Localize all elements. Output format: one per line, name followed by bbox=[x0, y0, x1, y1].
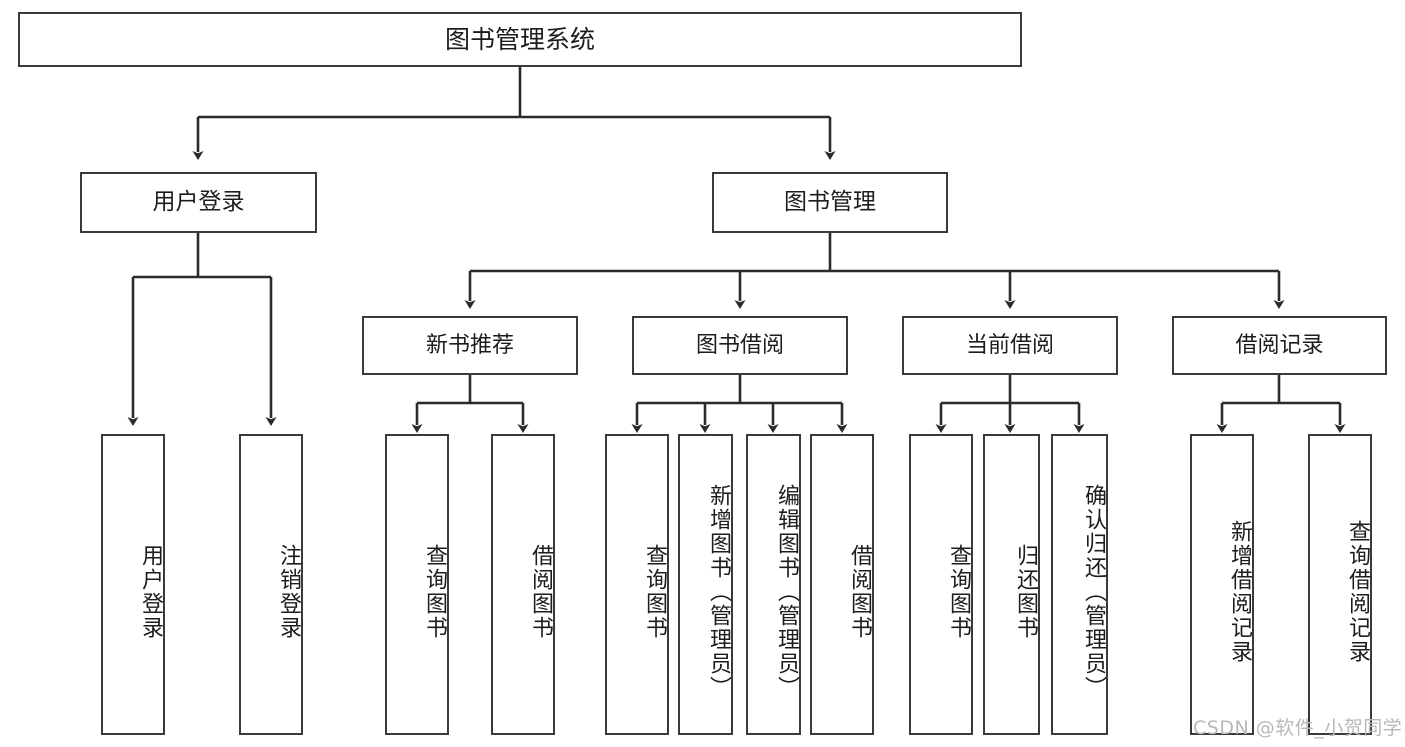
node-leaf-add-book[interactable]: 新增图书（管理员） bbox=[678, 434, 733, 735]
node-leaf-add-book-label: 新增图书（管理员） bbox=[706, 483, 731, 700]
node-leaf-borrow-book-2[interactable]: 借阅图书 bbox=[810, 434, 874, 735]
node-leaf-user-login-label: 用户登录 bbox=[138, 543, 163, 640]
node-new-book-recommend-label: 新书推荐 bbox=[425, 332, 514, 358]
node-root-label: 图书管理系统 bbox=[444, 24, 595, 54]
node-book-manage[interactable]: 图书管理 bbox=[712, 172, 948, 233]
node-leaf-query-book-3-label: 查询图书 bbox=[946, 543, 971, 640]
node-user-login-label: 用户登录 bbox=[152, 188, 245, 215]
node-leaf-query-book-2-label: 查询图书 bbox=[642, 543, 667, 640]
node-current-borrow[interactable]: 当前借阅 bbox=[902, 316, 1118, 375]
node-leaf-query-book-1-label: 查询图书 bbox=[422, 543, 447, 640]
node-leaf-user-logout[interactable]: 注销登录 bbox=[239, 434, 303, 735]
node-leaf-return-book[interactable]: 归还图书 bbox=[983, 434, 1040, 735]
node-book-borrow[interactable]: 图书借阅 bbox=[632, 316, 848, 375]
node-leaf-user-login[interactable]: 用户登录 bbox=[101, 434, 165, 735]
node-current-borrow-label: 当前借阅 bbox=[965, 332, 1054, 358]
node-leaf-confirm-return-label: 确认归还（管理员） bbox=[1081, 483, 1106, 700]
node-book-borrow-label: 图书借阅 bbox=[695, 332, 784, 358]
node-leaf-query-book-1[interactable]: 查询图书 bbox=[385, 434, 449, 735]
node-leaf-borrow-book-1[interactable]: 借阅图书 bbox=[491, 434, 555, 735]
node-leaf-add-record[interactable]: 新增借阅记录 bbox=[1190, 434, 1254, 735]
node-leaf-user-logout-label: 注销登录 bbox=[276, 543, 301, 640]
node-leaf-confirm-return[interactable]: 确认归还（管理员） bbox=[1051, 434, 1108, 735]
node-root[interactable]: 图书管理系统 bbox=[18, 12, 1022, 67]
node-user-login[interactable]: 用户登录 bbox=[80, 172, 317, 233]
watermark-text: CSDN @软件_小贺同学 bbox=[1193, 717, 1403, 739]
node-leaf-query-record-label: 查询借阅记录 bbox=[1345, 519, 1370, 664]
node-leaf-query-book-3[interactable]: 查询图书 bbox=[909, 434, 973, 735]
node-borrow-record-label: 借阅记录 bbox=[1235, 332, 1324, 358]
node-leaf-query-book-2[interactable]: 查询图书 bbox=[605, 434, 669, 735]
node-book-manage-label: 图书管理 bbox=[784, 188, 876, 215]
node-leaf-edit-book[interactable]: 编辑图书（管理员） bbox=[746, 434, 801, 735]
node-leaf-return-book-label: 归还图书 bbox=[1013, 543, 1038, 640]
node-borrow-record[interactable]: 借阅记录 bbox=[1172, 316, 1387, 375]
node-new-book-recommend[interactable]: 新书推荐 bbox=[362, 316, 578, 375]
node-leaf-borrow-book-2-label: 借阅图书 bbox=[847, 543, 872, 640]
node-leaf-borrow-book-1-label: 借阅图书 bbox=[528, 543, 553, 640]
node-leaf-edit-book-label: 编辑图书（管理员） bbox=[774, 483, 799, 700]
node-leaf-query-record[interactable]: 查询借阅记录 bbox=[1308, 434, 1372, 735]
node-leaf-add-record-label: 新增借阅记录 bbox=[1227, 519, 1252, 664]
